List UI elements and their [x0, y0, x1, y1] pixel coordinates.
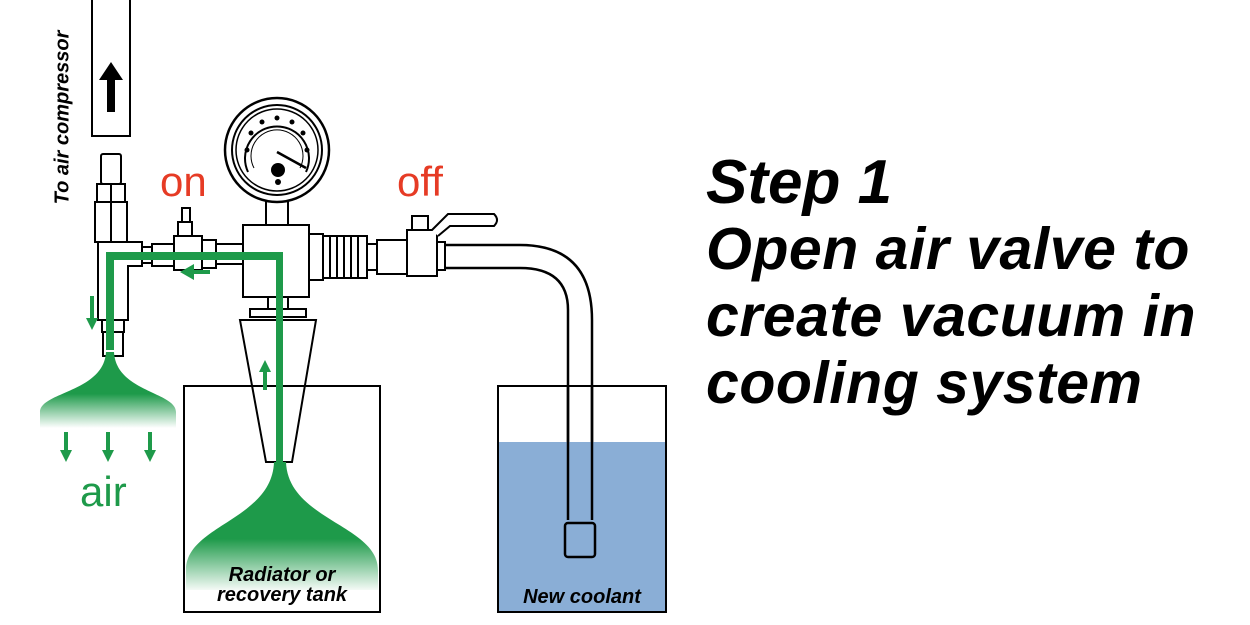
vacuum-gauge	[223, 96, 331, 204]
air-exhaust-label: air	[80, 468, 127, 515]
coolant-hose	[445, 243, 594, 520]
gauge-needle	[276, 150, 307, 170]
air-valve[interactable]	[173, 207, 245, 271]
radiator-tank-label-line1: Radiator or	[228, 564, 336, 586]
compressor-hose	[91, 0, 131, 137]
coolant-valve-state-label: off	[397, 158, 443, 205]
to-compressor-label: To air compressor	[51, 30, 74, 205]
air-flow-path	[40, 252, 378, 590]
coolant-container-label: New coolant	[523, 586, 641, 608]
step-instructions: Step 1 Open air valve to create vacuum i…	[706, 150, 1196, 417]
coolant-container	[497, 385, 667, 613]
flow-arrow-icon	[86, 296, 98, 330]
radiator-tank-label-line2: recovery tank	[216, 584, 348, 606]
compressor-fitting	[94, 153, 128, 243]
air-valve-state-label: on	[160, 158, 207, 205]
step-description-line: Open air valve to	[706, 216, 1190, 282]
flow-arrow-icon	[144, 432, 156, 462]
flow-arrow-icon	[60, 432, 72, 462]
step-description-line: create vacuum in	[706, 283, 1197, 349]
up-arrow-icon	[99, 62, 123, 112]
step-description-line: cooling system	[706, 350, 1143, 416]
hose-filter	[563, 521, 597, 559]
flow-arrow-icon	[259, 360, 271, 390]
step-title: Step 1	[706, 148, 893, 217]
radiator-tank-label: Radiator or recovery tank	[184, 565, 380, 605]
flow-arrow-icon	[180, 264, 210, 280]
flow-arrow-icon	[102, 432, 114, 462]
coolant-valve[interactable]	[406, 213, 498, 277]
